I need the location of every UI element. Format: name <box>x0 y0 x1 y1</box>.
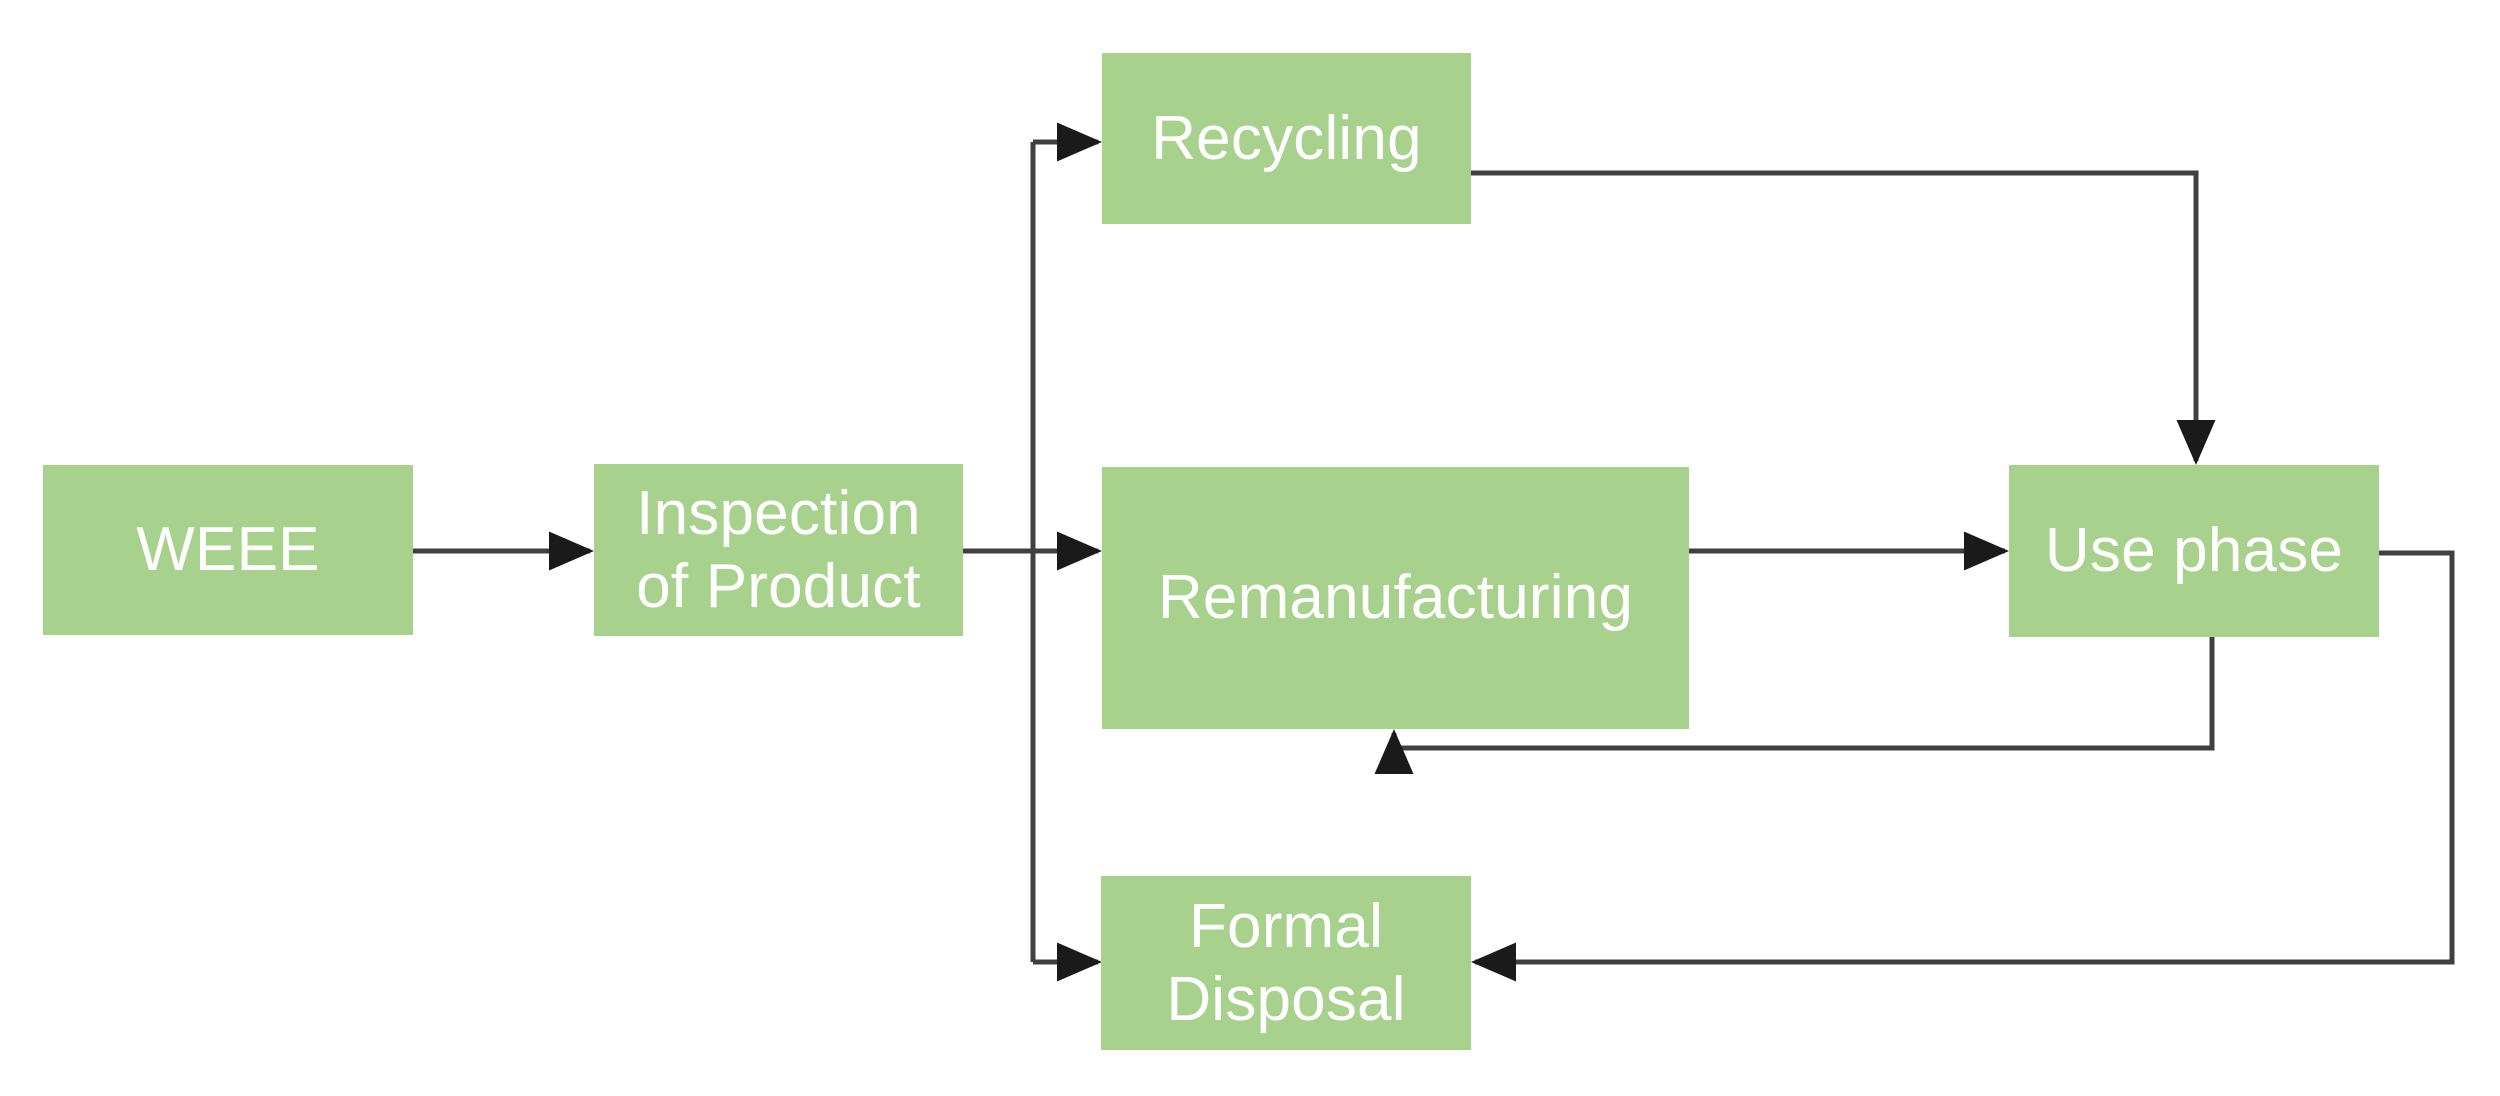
node-weee-label: WEEE <box>136 515 320 585</box>
node-recycling-label: Recycling <box>1151 103 1422 173</box>
node-inspection-of-product[interactable]: Inspection of Product <box>594 464 963 636</box>
node-use-phase-label: Use phase <box>2044 516 2344 586</box>
node-weee[interactable]: WEEE <box>43 465 413 635</box>
node-inspection-of-product-label: Inspection of Product <box>636 478 921 621</box>
node-formal-disposal-label: Formal Disposal <box>1166 891 1406 1034</box>
edge-recycling-to-use-phase <box>1471 170 2216 466</box>
node-remanufacturing-label: Remanufacturing <box>1157 563 1634 633</box>
node-formal-disposal[interactable]: Formal Disposal <box>1101 876 1471 1050</box>
node-recycling[interactable]: Recycling <box>1102 53 1471 224</box>
node-use-phase[interactable]: Use phase <box>2009 465 2379 637</box>
node-remanufacturing[interactable]: Remanufacturing <box>1102 467 1689 729</box>
